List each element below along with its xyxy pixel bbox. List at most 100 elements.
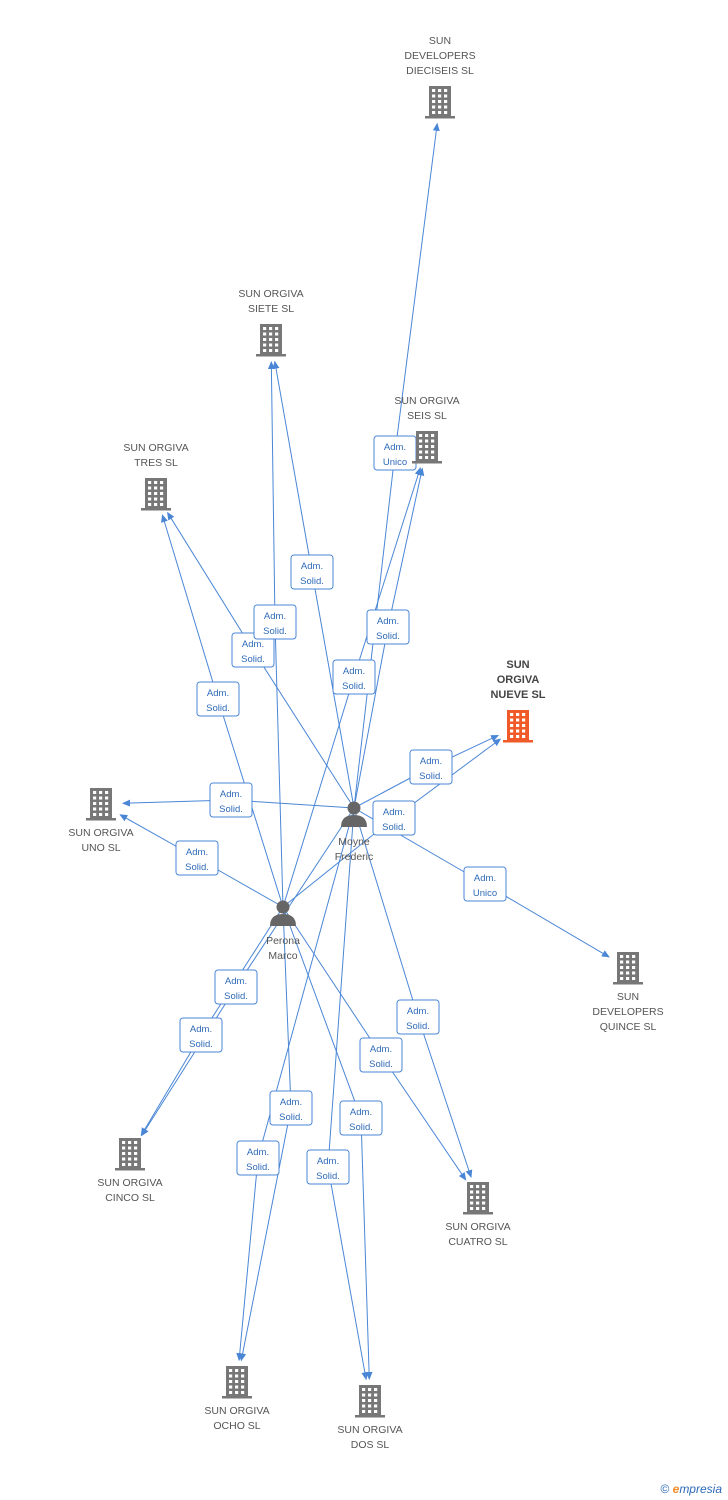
role-text: Solid.: [349, 1122, 373, 1133]
person-icon: [341, 801, 367, 827]
node-label: SUN ORGIVA: [68, 827, 133, 839]
footer-brand: © empresia: [660, 1482, 722, 1496]
node-label: DEVELOPERS: [404, 50, 475, 62]
role-text: Adm.: [377, 616, 399, 627]
role-text: Adm.: [407, 1006, 429, 1017]
edge-moyne-ocho: [236, 807, 355, 1362]
company-node-dos[interactable]: SUN ORGIVA DOS SL: [337, 1385, 403, 1451]
role-text: Adm.: [247, 1147, 269, 1158]
node-label: CUATRO SL: [448, 1236, 507, 1248]
role-box-moyne-siete[interactable]: Adm. Solid.: [290, 554, 334, 590]
node-label: SUN: [506, 659, 529, 671]
node-label: SEIS SL: [407, 410, 447, 422]
building-icon: [222, 1366, 252, 1399]
roles-layer: Adm.UnicoAdm.Solid.Adm.Solid.Adm.Solid.A…: [175, 435, 507, 1185]
building-icon: [355, 1385, 385, 1418]
role-text: Solid.: [279, 1112, 303, 1123]
node-label: Marco: [268, 950, 297, 962]
role-box-perona-siete[interactable]: Adm. Solid.: [253, 604, 297, 640]
role-box-perona-seis[interactable]: Adm.Solid.: [332, 659, 376, 695]
role-text: Solid.: [263, 626, 287, 637]
node-label: SUN ORGIVA: [337, 1424, 402, 1436]
role-box-perona-dos[interactable]: Adm. Solid.: [339, 1100, 383, 1136]
role-box-moyne-dos[interactable]: Adm. Solid.: [306, 1149, 350, 1185]
role-text: Adm.: [186, 847, 208, 858]
node-label: DOS SL: [351, 1439, 390, 1451]
role-text: Solid.: [206, 703, 230, 714]
role-box-perona-uno[interactable]: Adm.Solid.: [175, 840, 219, 876]
building-icon: [141, 478, 171, 511]
node-label: Moyne: [338, 836, 370, 848]
role-box-moyne-tres[interactable]: Adm.Solid.: [231, 632, 275, 668]
role-box-moyne-cuatro[interactable]: Adm. Solid.: [396, 999, 440, 1035]
role-text: Unico: [383, 457, 407, 468]
node-label: SUN: [617, 991, 639, 1003]
role-text: Solid.: [369, 1059, 393, 1070]
building-icon: [115, 1138, 145, 1171]
node-label: Perona: [266, 935, 300, 947]
role-text: Adm.: [317, 1156, 339, 1167]
node-label: Frederic: [335, 851, 374, 863]
node-label: NUEVE SL: [490, 689, 545, 701]
role-text: Solid.: [406, 1021, 430, 1032]
role-text: Solid.: [419, 771, 443, 782]
role-text: Solid.: [300, 576, 324, 587]
node-label: TRES SL: [134, 457, 178, 469]
building-icon: [86, 788, 116, 821]
company-node-quince[interactable]: SUN DEVELOPERS QUINCE SL: [592, 952, 664, 1033]
node-label: DEVELOPERS: [592, 1006, 663, 1018]
role-box-moyne-dieciseis[interactable]: Adm. Unico: [373, 435, 417, 471]
role-box-perona-nueve[interactable]: Adm.Solid.: [372, 800, 416, 836]
building-icon: [503, 710, 533, 743]
edge-moyne-dos: [327, 807, 369, 1381]
node-label: SIETE SL: [248, 303, 294, 315]
role-box-perona-ocho[interactable]: Adm. Solid.: [269, 1090, 313, 1126]
role-box-moyne-quince[interactable]: Adm.Unico: [463, 866, 507, 902]
node-label: DIECISEIS SL: [406, 65, 474, 77]
building-icon: [425, 86, 455, 119]
role-box-perona-tres[interactable]: Adm.Solid.: [196, 681, 240, 717]
node-label: SUN ORGIVA: [204, 1405, 269, 1417]
role-text: Solid.: [189, 1039, 213, 1050]
edges-layer: [119, 122, 610, 1381]
building-icon: [256, 324, 286, 357]
role-text: Adm.: [301, 561, 323, 572]
role-text: Adm.: [350, 1107, 372, 1118]
company-node-seis[interactable]: SUN ORGIVA SEIS SL: [394, 395, 460, 464]
role-text: Adm.: [384, 442, 406, 453]
role-text: Solid.: [219, 804, 243, 815]
role-text: Unico: [473, 888, 497, 899]
role-box-moyne-cinco[interactable]: Adm.Solid.: [214, 969, 258, 1005]
role-text: Solid.: [342, 681, 366, 692]
copyright-symbol: ©: [660, 1482, 670, 1496]
role-box-perona-cuatro[interactable]: Adm.Solid.: [359, 1037, 403, 1073]
company-node-tres[interactable]: SUN ORGIVA TRES SL: [123, 442, 189, 511]
role-text: Solid.: [246, 1162, 270, 1173]
node-label: SUN ORGIVA: [238, 288, 303, 300]
node-label: SUN ORGIVA: [123, 442, 188, 454]
role-box-moyne-ocho[interactable]: Adm. Solid.: [236, 1140, 280, 1176]
role-text: Adm.: [264, 611, 286, 622]
role-box-moyne-nueve[interactable]: Adm.Solid.: [409, 749, 453, 785]
role-box-moyne-uno[interactable]: Adm.Solid.: [209, 782, 253, 818]
building-icon: [412, 431, 442, 464]
role-box-moyne-seis[interactable]: Adm.Solid.: [366, 609, 410, 645]
brand-initial: e: [672, 1482, 680, 1496]
role-text: Adm.: [280, 1097, 302, 1108]
node-label: SUN ORGIVA: [394, 395, 459, 407]
role-text: Adm.: [190, 1024, 212, 1035]
node-label: QUINCE SL: [600, 1021, 657, 1033]
role-text: Solid.: [241, 654, 265, 665]
company-node-siete[interactable]: SUN ORGIVA SIETE SL: [238, 288, 304, 357]
role-text: Solid.: [316, 1171, 340, 1182]
role-box-perona-cinco[interactable]: Adm. Solid.: [179, 1017, 223, 1053]
